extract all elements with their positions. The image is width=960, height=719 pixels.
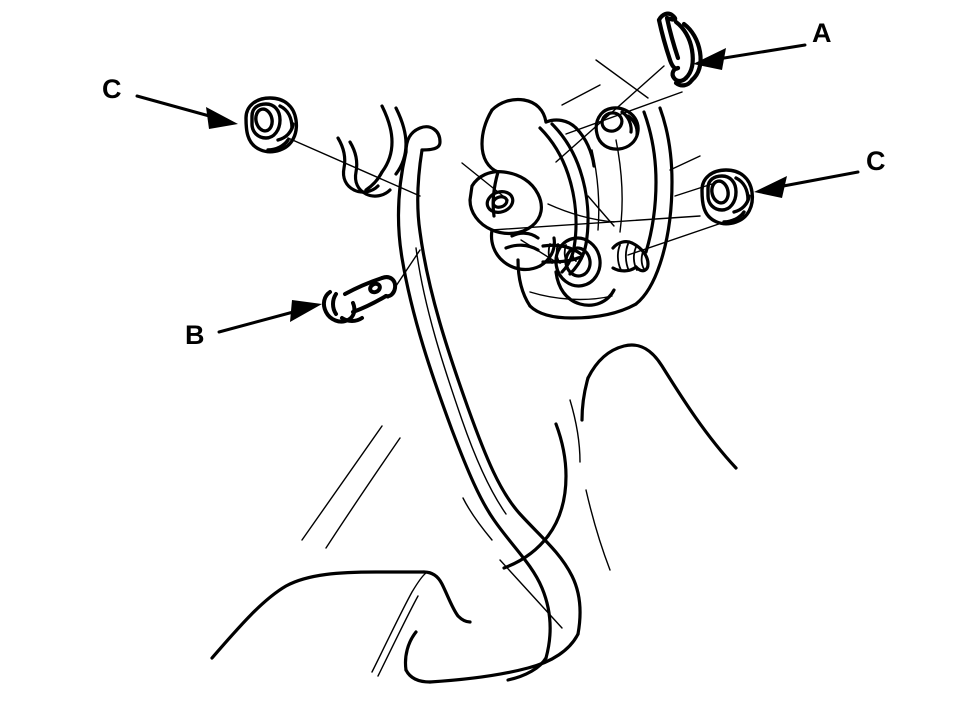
part-c-right-flange-nut <box>700 168 755 226</box>
console-tunnel <box>580 343 738 470</box>
lower-mounting-stud <box>611 240 650 273</box>
callout-label-c-left: C <box>102 74 122 104</box>
part-c-left-flange-nut <box>244 96 299 154</box>
callout-arrows <box>135 43 860 334</box>
floor-contour <box>210 570 472 660</box>
part-b-clevis-pin <box>321 275 398 324</box>
pedal-arm <box>396 125 582 660</box>
pivot-bushing <box>554 236 616 307</box>
floor-contour-thin <box>371 572 427 677</box>
pedal-arm-highlight <box>415 247 507 541</box>
toe-board <box>301 425 401 549</box>
wire-harness <box>336 104 408 198</box>
part-a-cotter-pin <box>656 11 703 88</box>
side-panel-edges <box>502 422 568 570</box>
callout-label-a: A <box>812 18 832 48</box>
callout-label-c-right: C <box>866 146 886 176</box>
clevis-assembly <box>468 170 556 272</box>
callout-label-b: B <box>185 320 205 350</box>
link-rod <box>538 122 590 276</box>
pedal-pad <box>403 630 580 684</box>
upper-mounting-stud <box>594 106 640 151</box>
side-panel-edges-thin <box>499 399 611 629</box>
lower-stud-threads <box>616 243 645 272</box>
